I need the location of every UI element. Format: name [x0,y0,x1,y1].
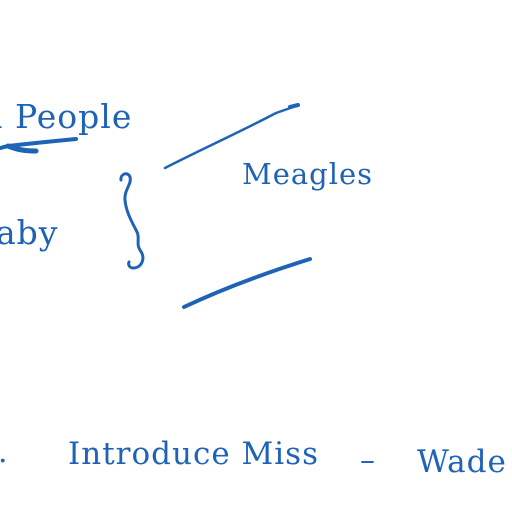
baby-text: aby [0,213,59,252]
upper-diagonal-line-end [288,103,300,109]
trailing-mark-text: . [0,438,8,468]
upper-diagonal-line [163,104,298,170]
introduce-text: Introduce Miss [68,436,319,472]
people-text: l People [0,97,133,136]
curly-brace-mark [119,172,145,270]
wade-text: Wade [417,444,507,480]
dash-text: – [360,443,375,478]
meagles-text: Meagles [242,157,374,191]
lower-diagonal-line [182,257,312,309]
arrow-head-mark [5,143,39,154]
